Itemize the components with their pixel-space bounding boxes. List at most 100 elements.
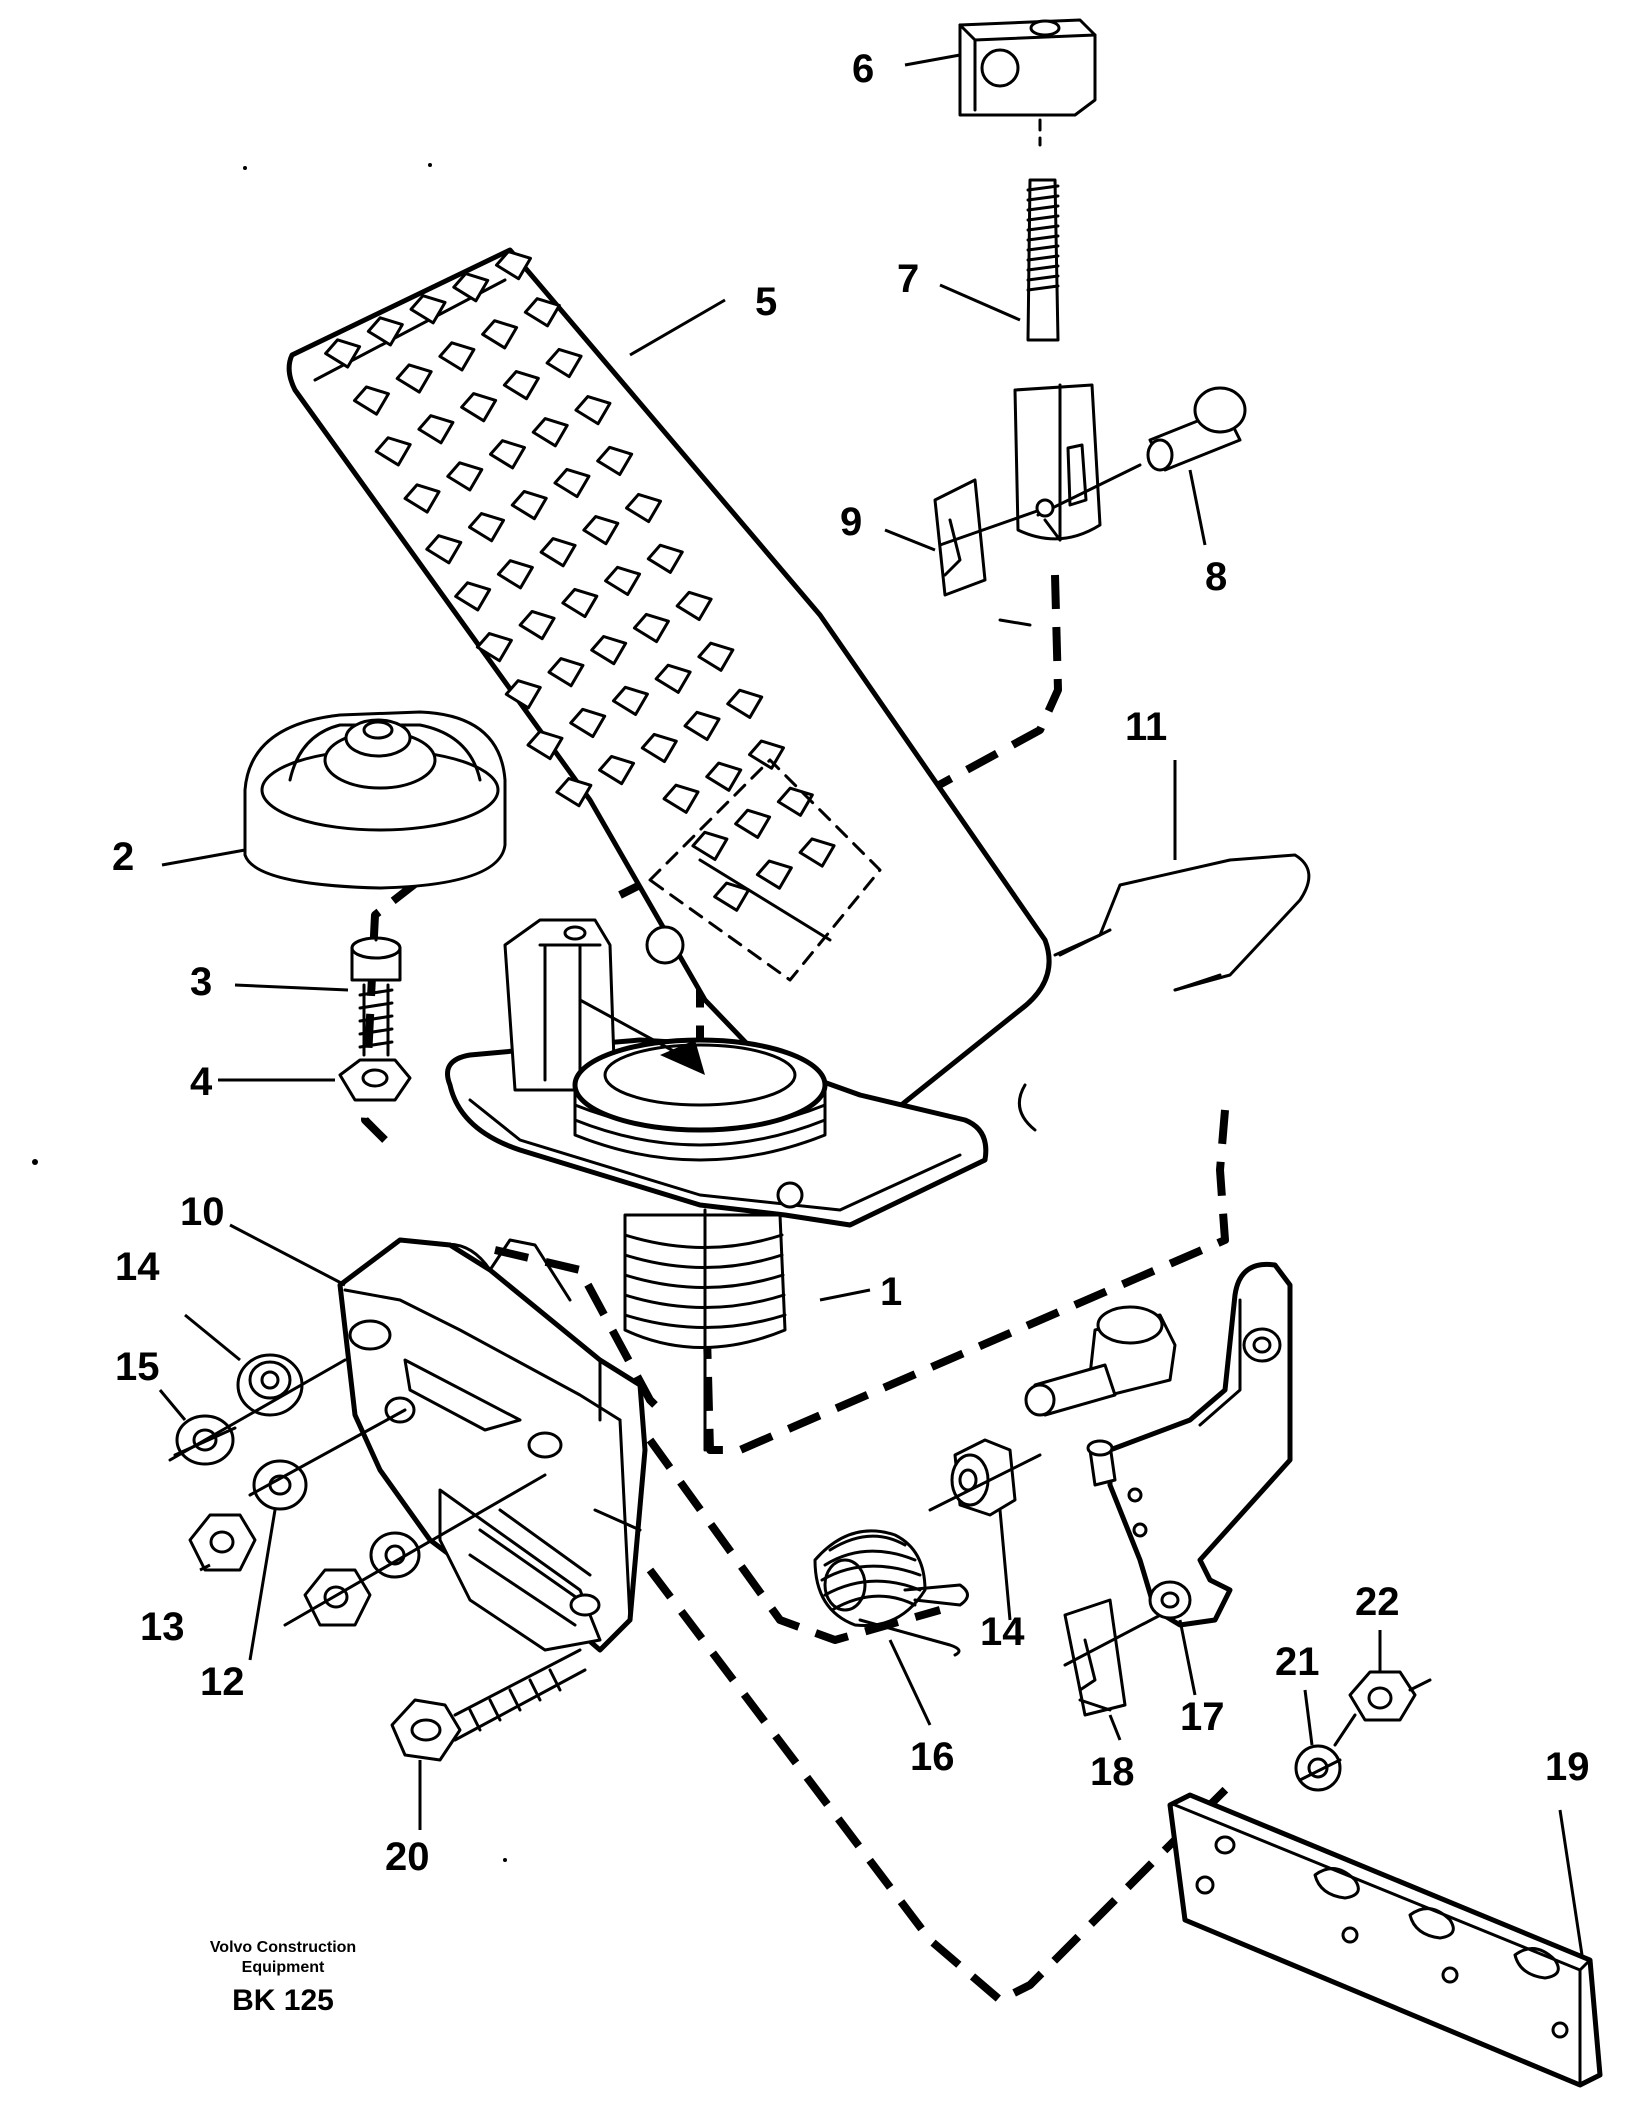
tread-cell	[438, 341, 476, 372]
nut-4	[338, 1058, 412, 1102]
tread-cell	[352, 385, 390, 416]
tread-cell	[596, 445, 634, 477]
tread-cell	[726, 688, 764, 719]
bushing-14-right	[928, 1438, 1042, 1517]
callout-14-left: 14	[115, 1245, 160, 1289]
mounting-bracket-10	[337, 1237, 648, 1653]
callout-11: 11	[1125, 705, 1167, 749]
tread-cell	[547, 657, 585, 688]
washer-14-left	[236, 1353, 304, 1417]
callout-17: 17	[1180, 1695, 1225, 1739]
screw-3	[350, 916, 402, 1057]
callout-8: 8	[1205, 555, 1227, 599]
callout-13: 13	[140, 1605, 185, 1649]
nut-13b	[303, 1568, 372, 1627]
spring-11	[1017, 853, 1311, 1132]
tread-cell	[675, 590, 713, 622]
tread-cell	[468, 512, 506, 543]
hardware-axis-lines	[168, 1358, 547, 1627]
tread-cell	[475, 632, 513, 663]
clip-18	[1063, 1598, 1172, 1717]
tread-cell	[496, 559, 534, 590]
tread-cell	[798, 837, 836, 868]
tread-cell	[705, 761, 743, 792]
tread-cell	[395, 363, 433, 394]
tread-cell	[561, 587, 599, 619]
scan-specks	[32, 163, 1032, 1862]
callout-2: 2	[112, 835, 134, 879]
footer-figure-code: BK 125	[232, 1984, 334, 2017]
clip-9	[933, 478, 1055, 597]
tread-cell	[697, 641, 735, 672]
footer-brand-line2: Equipment	[242, 1959, 325, 1976]
footer-brand-line1: Volvo Construction	[210, 1939, 356, 1956]
tread-cell	[417, 414, 455, 445]
mounting-plate-19	[1167, 1792, 1603, 2088]
tread-cell	[632, 612, 670, 644]
tread-cell	[489, 439, 526, 470]
tread-cell	[553, 467, 591, 499]
tread-cell	[539, 537, 577, 568]
nut-22	[1348, 1670, 1417, 1722]
callout-5: 5	[755, 280, 777, 324]
tread-cell	[640, 732, 678, 764]
tread-cell	[446, 461, 484, 492]
rubber-stop	[243, 710, 507, 890]
callout-21: 21	[1275, 1640, 1320, 1684]
tread-cell	[582, 515, 620, 546]
callout-12: 12	[200, 1660, 245, 1704]
tread-cell	[425, 534, 463, 565]
callout-6: 6	[852, 47, 874, 91]
callout-10: 10	[180, 1190, 225, 1234]
tread-cell	[734, 808, 772, 839]
nut-13	[188, 1513, 257, 1572]
bolt-20	[390, 1648, 587, 1762]
tread-cell	[683, 710, 721, 742]
tread-cell	[545, 347, 583, 379]
tread-cell	[518, 609, 556, 641]
tread-cell	[324, 338, 362, 369]
callout-14-right: 14	[980, 1610, 1025, 1654]
tread-cell	[374, 436, 412, 467]
tread-cell	[531, 417, 569, 448]
tread-cell	[454, 581, 492, 612]
callout-3: 3	[190, 960, 212, 1004]
washer-17	[1148, 1580, 1192, 1620]
pedal-tread-pattern	[324, 250, 836, 912]
callout-15: 15	[115, 1345, 160, 1389]
tread-cell	[654, 663, 692, 694]
tread-cell	[403, 483, 441, 514]
tread-cell	[526, 729, 564, 761]
pedal-housing	[445, 918, 989, 1452]
callout-16: 16	[910, 1735, 955, 1779]
callout-19: 19	[1545, 1745, 1590, 1789]
tread-cell	[625, 492, 663, 524]
rod-7	[1013, 178, 1102, 542]
tread-cell	[460, 392, 498, 423]
pin-8	[1036, 386, 1247, 517]
tread-cell	[604, 565, 642, 597]
callout-22: 22	[1355, 1580, 1400, 1624]
callout-labels: 1 2 3 4 5 6 7 8 9 10 11 12 13 14 14 15 1…	[112, 47, 1590, 1879]
plate-hardware-axis	[1298, 1678, 1432, 1782]
tread-cell	[494, 250, 532, 281]
tread-cell	[555, 777, 593, 808]
tread-cell	[747, 739, 785, 770]
callout-20: 20	[385, 1835, 430, 1879]
footer-caption: Volvo Construction Equipment BK 125	[210, 1939, 356, 2017]
tread-cell	[569, 707, 607, 739]
tread-cell	[510, 489, 548, 521]
callout-7: 7	[897, 257, 919, 301]
tread-cell	[574, 395, 612, 426]
tread-cell	[366, 316, 404, 347]
callout-18: 18	[1090, 1750, 1135, 1794]
washer-21	[1294, 1744, 1342, 1792]
callout-1: 1	[880, 1270, 902, 1314]
callout-9: 9	[840, 500, 862, 544]
tread-cell	[504, 679, 542, 710]
block-6	[958, 18, 1097, 147]
leader-lines	[158, 53, 1584, 1956]
tread-cell	[523, 297, 561, 328]
tread-cell	[502, 370, 540, 401]
tread-cell	[611, 685, 649, 716]
